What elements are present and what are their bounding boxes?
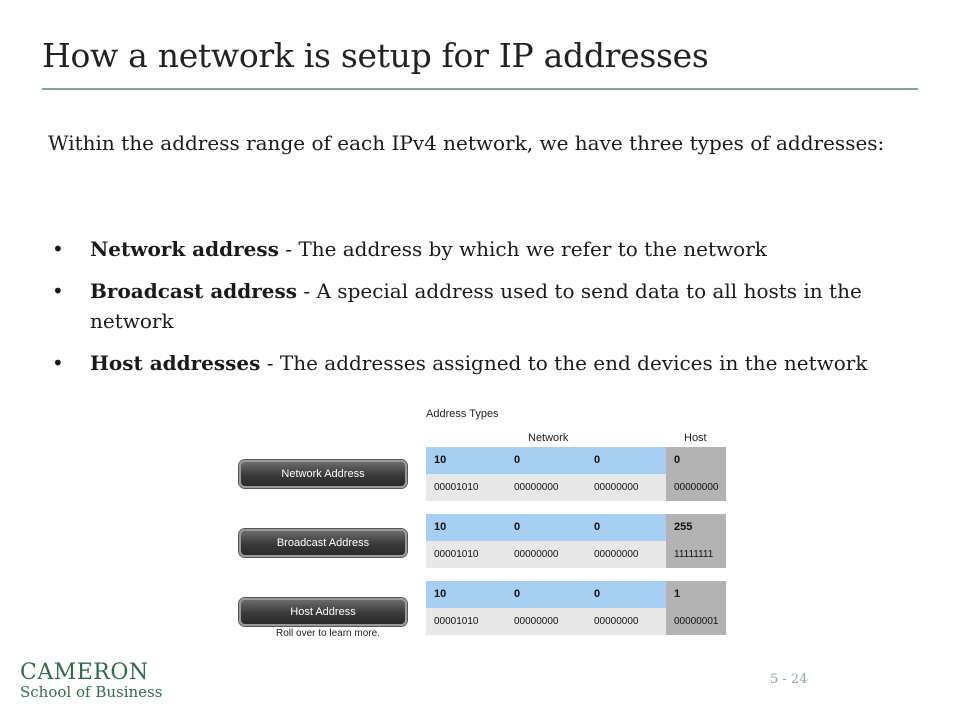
decimal-row: 10 0 0 255	[426, 514, 726, 541]
decimal-row: 10 0 0 1	[426, 581, 726, 608]
column-header-host: Host	[684, 432, 707, 444]
octet-cell: 10	[426, 514, 506, 541]
diagram-title: Address Types	[426, 408, 499, 420]
host-binary-cell: 00000000	[666, 474, 726, 501]
rollover-hint: Roll over to learn more.	[276, 628, 380, 639]
bullet-desc: - A special address used to send data to…	[90, 279, 862, 333]
slide-title: How a network is setup for IP addresses	[42, 36, 709, 75]
binary-cell: 00001010	[426, 541, 506, 568]
address-block-network: 10 0 0 0 00001010 00000000 00000000 0000…	[426, 447, 726, 501]
bullet-icon: •	[52, 279, 64, 303]
bullet-term: Broadcast address	[90, 279, 298, 303]
bullet-broadcast-address: • Broadcast address - A special address u…	[48, 276, 898, 336]
octet-cell: 0	[506, 581, 586, 608]
cameron-logo: CAMERON School of Business	[20, 660, 162, 701]
binary-cell: 00000000	[586, 541, 666, 568]
host-binary-cell: 11111111	[666, 541, 726, 568]
octet-cell: 0	[586, 514, 666, 541]
octet-cell: 10	[426, 581, 506, 608]
host-address-button[interactable]: Host Address	[239, 598, 407, 626]
host-octet-cell: 1	[666, 581, 726, 608]
bullet-desc: - The address by which we refer to the n…	[278, 237, 767, 261]
intro-text: Within the address range of each IPv4 ne…	[48, 131, 885, 155]
binary-row: 00001010 00000000 00000000 11111111	[426, 541, 726, 568]
title-divider	[42, 88, 918, 90]
page-number: 5 - 24	[770, 672, 808, 687]
bullet-desc: - The addresses assigned to the end devi…	[260, 351, 868, 375]
octet-cell: 0	[586, 581, 666, 608]
host-octet-cell: 255	[666, 514, 726, 541]
address-block-host: 10 0 0 1 00001010 00000000 00000000 0000…	[426, 581, 726, 635]
logo-line-2: School of Business	[20, 683, 163, 701]
bullet-icon: •	[52, 351, 64, 375]
host-octet-cell: 0	[666, 447, 726, 474]
binary-cell: 00001010	[426, 474, 506, 501]
octet-cell: 0	[586, 447, 666, 474]
octet-cell: 0	[506, 447, 586, 474]
bullet-host-addresses: • Host addresses - The addresses assigned…	[48, 348, 898, 378]
octet-cell: 0	[506, 514, 586, 541]
binary-cell: 00000000	[506, 541, 586, 568]
binary-row: 00001010 00000000 00000000 00000001	[426, 608, 726, 635]
binary-cell: 00000000	[506, 608, 586, 635]
address-block-broadcast: 10 0 0 255 00001010 00000000 00000000 11…	[426, 514, 726, 568]
bullet-list: • Network address - The address by which …	[48, 234, 898, 390]
logo-line-1: CAMERON	[20, 660, 149, 685]
bullet-icon: •	[52, 237, 64, 261]
network-address-button[interactable]: Network Address	[239, 460, 407, 488]
binary-cell: 00001010	[426, 608, 506, 635]
bullet-term: Network address	[90, 237, 279, 261]
host-binary-cell: 00000001	[666, 608, 726, 635]
bullet-network-address: • Network address - The address by which …	[48, 234, 898, 264]
binary-cell: 00000000	[586, 608, 666, 635]
binary-row: 00001010 00000000 00000000 00000000	[426, 474, 726, 501]
column-header-network: Network	[528, 432, 569, 444]
binary-cell: 00000000	[586, 474, 666, 501]
bullet-term: Host addresses	[90, 351, 261, 375]
binary-cell: 00000000	[506, 474, 586, 501]
decimal-row: 10 0 0 0	[426, 447, 726, 474]
broadcast-address-button[interactable]: Broadcast Address	[239, 529, 407, 557]
octet-cell: 10	[426, 447, 506, 474]
address-types-diagram: Address Types Network Host Network Addre…	[228, 402, 728, 642]
